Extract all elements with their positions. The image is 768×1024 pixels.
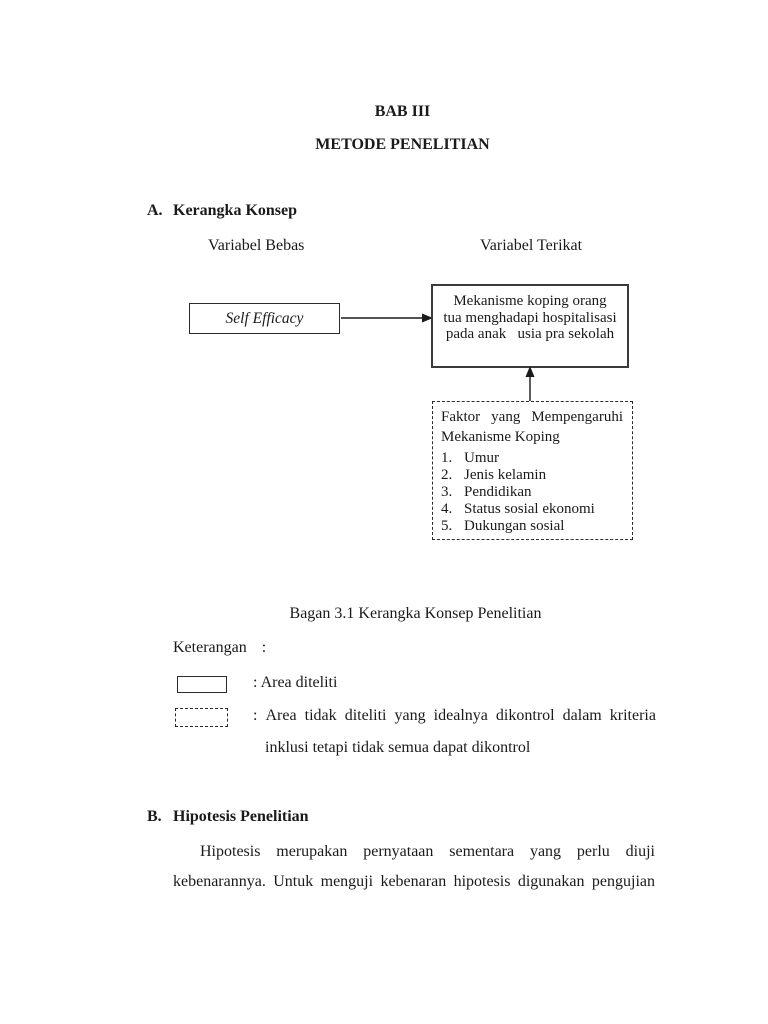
legend-solid-swatch (177, 676, 227, 693)
dependent-variable-line3: pada anak usia pra sekolah (445, 326, 615, 342)
factors-title-line2: Mekanisme Koping (441, 428, 560, 445)
section-a-letter: A. (147, 202, 163, 219)
legend-label-colon: : (261, 639, 267, 656)
factors-list: 1. Umur 2. Jenis kelamin 3. Pendidikan 4… (441, 450, 623, 535)
list-item-number: 3. (441, 484, 453, 500)
list-item-text: Pendidikan (464, 484, 532, 500)
list-item-text: Umur (464, 450, 499, 466)
legend-label: Keterangan: (173, 639, 266, 657)
list-item-number: 4. (441, 501, 453, 517)
diagram-caption: Bagan 3.1 Kerangka Konsep Penelitian (289, 605, 542, 622)
list-item: 1. Umur (441, 450, 623, 467)
section-b-letter: B. (147, 808, 162, 825)
list-item-text: Jenis kelamin (464, 467, 547, 483)
independent-variable-label: Self Efficacy (225, 309, 304, 327)
label-variabel-bebas: Variabel Bebas (208, 237, 305, 254)
section-b-title: Hipotesis Penelitian (173, 808, 309, 825)
dependent-variable-line2: tua menghadapi hospitalisasi (443, 309, 617, 326)
legend-label-text: Keterangan (173, 639, 247, 656)
list-item: 3. Pendidikan (441, 484, 623, 501)
dependent-variable-line1: Mekanisme koping orang (453, 293, 607, 309)
list-item-number: 2. (441, 467, 453, 483)
legend-dashed-swatch (175, 708, 228, 727)
list-item: 2. Jenis kelamin (441, 467, 623, 484)
legend-solid-text: : Area diteliti (253, 674, 338, 691)
list-item: 4. Status sosial ekonomi (441, 501, 623, 518)
arrow-right-icon (341, 313, 433, 323)
list-item-number: 1. (441, 450, 453, 466)
list-item: 5. Dukungan sosial (441, 518, 623, 535)
chapter-title: METODE PENELITIAN (315, 136, 490, 153)
section-a-heading: A. Kerangka Konsep (147, 202, 297, 220)
legend-dashed-text-line2: inklusi tetapi tidak semua dapat dikontr… (265, 739, 531, 756)
list-item-text: Dukungan sosial (464, 518, 565, 534)
list-item-number: 5. (441, 518, 453, 534)
list-item-text: Status sosial ekonomi (464, 501, 595, 517)
arrow-up-icon (525, 366, 535, 402)
chapter-number: BAB III (374, 103, 431, 120)
section-b-heading: B. Hipotesis Penelitian (147, 808, 309, 826)
label-variabel-terikat: Variabel Terikat (480, 237, 583, 254)
dependent-variable-box: Mekanisme koping orang tua menghadapi ho… (431, 284, 629, 368)
independent-variable-box: Self Efficacy (189, 303, 340, 334)
section-a-title: Kerangka Konsep (173, 202, 298, 219)
